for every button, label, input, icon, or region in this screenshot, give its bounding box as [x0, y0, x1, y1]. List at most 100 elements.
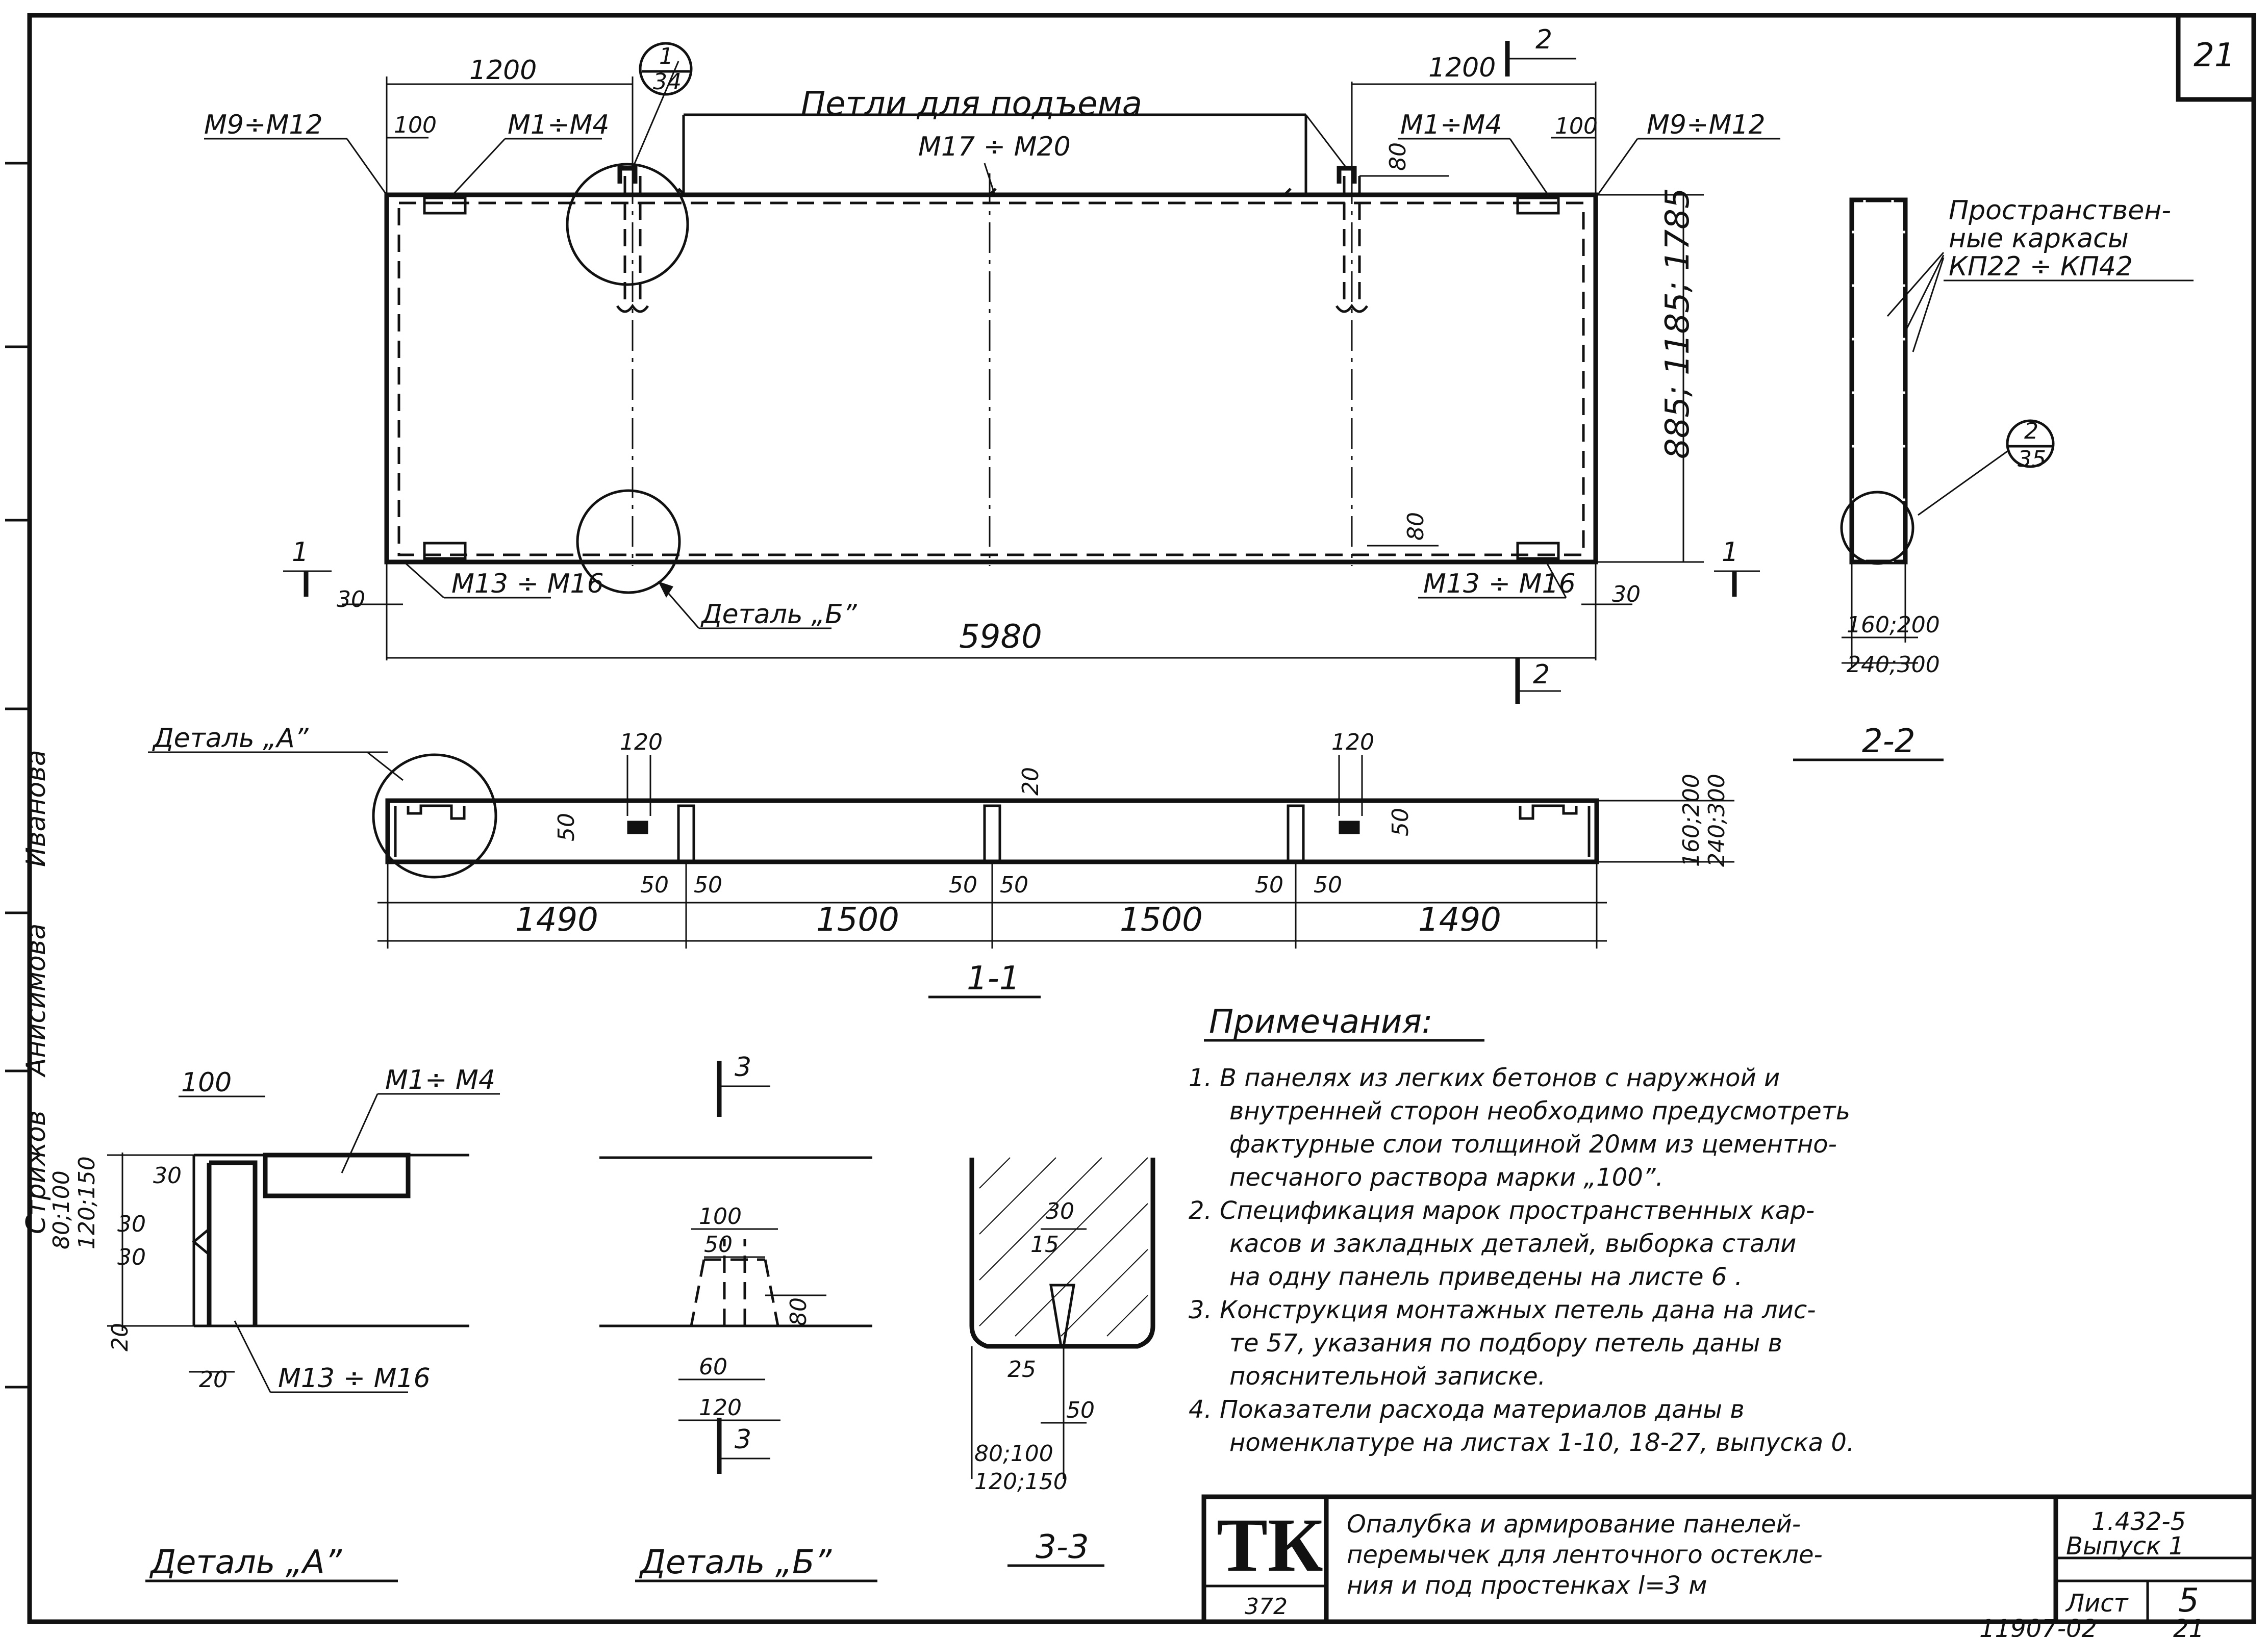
- note-line-6: касов и закладных деталей, выборка стали: [1229, 1230, 1796, 1258]
- s11-thick-a: 160;200: [1678, 774, 1704, 867]
- mark-m9-m12-right: М9÷М12: [1647, 110, 1766, 140]
- frame-column: [1849, 197, 1908, 565]
- detA-dim-120-150: 120;150: [74, 1156, 100, 1249]
- detail-a-callout-circle: [372, 753, 497, 879]
- detail-a-caption: Деталь „А”: [149, 1544, 342, 1581]
- detA-dim-30-top: 30: [153, 1163, 182, 1189]
- section-2-2-caption: 2-2: [1862, 723, 1916, 760]
- dim-left-100: 100: [394, 112, 437, 138]
- note-line-1: 1. В панелях из легких бетонов с наружно…: [1189, 1064, 1780, 1092]
- detB-dim-100: 100: [699, 1204, 742, 1230]
- s11-gap-2: 50: [694, 872, 722, 898]
- detail-a: 100 М1÷ М4 30 80;100 120;150 30 30 20 20…: [48, 1065, 500, 1582]
- detA-dim-30-low: 30: [117, 1244, 146, 1270]
- detA-dim-100: 100: [181, 1067, 232, 1098]
- section-1-1-caption: 1-1: [967, 960, 1020, 997]
- note-line-4: песчаного раствора марки „100”.: [1229, 1163, 1664, 1192]
- detail-b-callout-label: Деталь „Б”: [700, 599, 858, 630]
- plan-view: Петли для подъема М17 ÷ М20 1200 100 М9÷…: [204, 24, 1780, 704]
- detB-dim-60: 60: [699, 1354, 727, 1380]
- series-code: 1.432-5: [2091, 1507, 2186, 1536]
- margin-signature-1: Иванова: [21, 750, 52, 867]
- mark-m13-m16-right: М13 ÷ М16: [1423, 569, 1576, 599]
- detail-a-callout-label: Деталь „А”: [152, 723, 309, 754]
- frames-note-l3: КП22 ÷ КП42: [1949, 251, 2133, 282]
- s11-dim-20: 20: [1018, 767, 1044, 796]
- note-line-12: номенклатуре на листах 1-10, 18-27, выпу…: [1229, 1428, 1854, 1457]
- note-line-5: 2. Спецификация марок пространственных к…: [1189, 1196, 1815, 1225]
- frames-note-l2: ные каркасы: [1949, 223, 2129, 254]
- note-line-9: те 57, указания по подбору петель даны в: [1229, 1329, 1782, 1358]
- dim-end-30-right: 30: [1612, 581, 1641, 607]
- callout-1-sheet: 34: [653, 69, 682, 95]
- s11-dim-120-right: 120: [1331, 729, 1374, 755]
- mark-m1-m4-right: М1÷М4: [1400, 110, 1502, 140]
- note-line-8: 3. Конструкция монтажных петель дана на …: [1189, 1296, 1816, 1324]
- section-2-bottom: 2: [1533, 659, 1550, 690]
- detail-b-caption: Деталь „Б”: [639, 1544, 832, 1581]
- section-3-3-caption: 3-3: [1036, 1528, 1089, 1566]
- callout-2-num: 2: [2024, 418, 2038, 444]
- bottom-stamp: 11907-02: [1979, 1615, 2097, 1637]
- dim-loop-80-bottom: 80: [1403, 512, 1429, 541]
- s33-dim-25: 25: [1007, 1357, 1036, 1383]
- s22-dim-a: 160;200: [1847, 612, 1940, 638]
- title-block: ТК 372 Опалубка и армирование панелей- п…: [1201, 1494, 2256, 1624]
- detB-section-3-top: 3: [735, 1052, 751, 1083]
- s33-dim-30: 30: [1046, 1198, 1074, 1224]
- mark-m1-m4-left: М1÷М4: [508, 110, 609, 140]
- detA-dim-30-mid: 30: [117, 1211, 146, 1237]
- detail-b: 100 50 80 60 120 3 3 Деталь „Б”: [599, 1052, 877, 1582]
- s11-span-2: 1500: [816, 901, 899, 939]
- section-3-3: 30 15 25 50 80;100 120;150 3-3: [969, 1157, 1155, 1567]
- callout-2-sheet: 35: [2018, 446, 2046, 472]
- s11-gap-5: 50: [1255, 872, 1283, 898]
- note-line-2: внутренней сторон необходимо предусмотре…: [1229, 1097, 1850, 1126]
- s11-gap-4: 50: [1000, 872, 1028, 898]
- notes-block: Примечания: 1. В панелях из легких бетон…: [1189, 1003, 1854, 1457]
- note-line-10: пояснительной записке.: [1229, 1362, 1546, 1391]
- dim-right-100: 100: [1555, 113, 1598, 139]
- section-1-left: 1: [292, 537, 309, 568]
- s33-dim-50: 50: [1066, 1397, 1095, 1423]
- bottom-stamp-page: 21: [2173, 1615, 2204, 1637]
- detA-dim-20-bottom: 20: [199, 1367, 228, 1393]
- mark-m13-m16-left: М13 ÷ М16: [451, 569, 604, 599]
- frames-note-l1: Пространствен-: [1949, 195, 2171, 226]
- note-line-11: 4. Показатели расхода материалов даны в: [1189, 1395, 1745, 1424]
- detA-mark-m13-m16: М13 ÷ М16: [278, 1363, 431, 1394]
- sheet-label: Лист: [2065, 1589, 2129, 1618]
- detB-dim-80: 80: [786, 1297, 812, 1326]
- dim-total-length: 5980: [959, 618, 1042, 656]
- s11-dim-50-right: 50: [1388, 808, 1414, 836]
- section-2-top: 2: [1535, 24, 1552, 55]
- detB-section-3-bottom: 3: [735, 1424, 751, 1455]
- s11-gap-6: 50: [1314, 872, 1342, 898]
- detA-dim-80-100: 80;100: [48, 1170, 74, 1249]
- s11-span-4: 1490: [1418, 901, 1501, 939]
- s33-dim-120-150: 120;150: [974, 1469, 1068, 1495]
- dim-panel-height: 885; 1185; 1785: [1659, 188, 1697, 459]
- notes-title: Примечания:: [1209, 1003, 1433, 1041]
- detB-dim-120: 120: [699, 1395, 742, 1421]
- detA-mark-m1-m4: М1÷ М4: [385, 1065, 495, 1095]
- lifting-loops-label: Петли для подъема: [801, 85, 1142, 123]
- panel-outline: [384, 192, 1598, 565]
- note-line-3: фактурные слои толщиной 20мм из цементно…: [1229, 1130, 1837, 1159]
- mark-m17-m20: М17 ÷ М20: [918, 132, 1071, 162]
- org-code: 372: [1245, 1594, 1288, 1620]
- title-line-2: перемычек для ленточного остекле-: [1347, 1541, 1823, 1569]
- dim-end-30-left: 30: [337, 586, 365, 612]
- s11-dim-50-left: 50: [553, 813, 579, 841]
- org-stamp: ТК: [1217, 1503, 1323, 1588]
- s11-thick-b: 240;300: [1704, 774, 1730, 867]
- dim-loop-80-top: 80: [1385, 142, 1411, 171]
- s11-dim-120-left: 120: [620, 729, 663, 755]
- detB-dim-50: 50: [704, 1232, 733, 1258]
- s33-dim-15: 15: [1030, 1232, 1059, 1258]
- mark-m9-m12-left: М9÷М12: [204, 110, 323, 140]
- section-1-right: 1: [1722, 537, 1738, 568]
- margin-signature-3: Стрижов: [21, 1110, 52, 1234]
- margin-signature-2: Анисимова: [21, 924, 52, 1078]
